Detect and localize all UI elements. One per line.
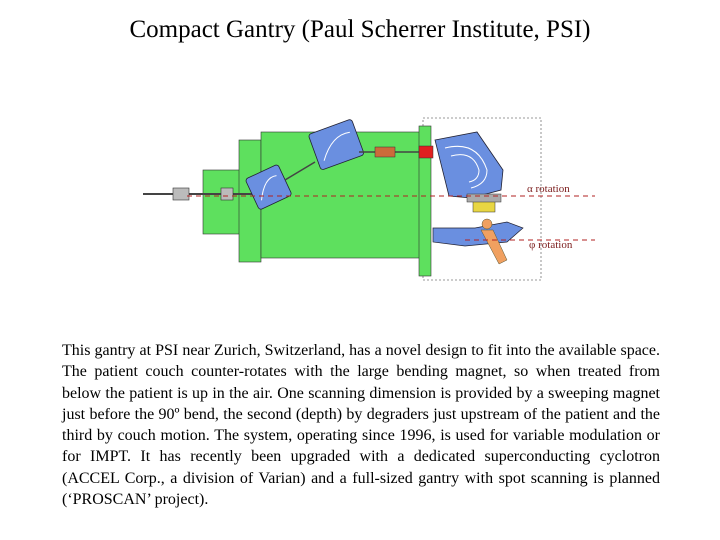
beamline-element: [220, 187, 234, 201]
gantry-diagram: α rotation φ rotation: [143, 117, 595, 281]
magnet-coil: [444, 145, 488, 189]
page-title: Compact Gantry (Paul Scherrer Institute,…: [129, 16, 591, 43]
beamline-element: [172, 187, 190, 201]
quadrupole: [374, 146, 396, 158]
description-paragraph: This gantry at PSI near Zurich, Switzerl…: [62, 342, 660, 509]
nozzle: [466, 193, 502, 203]
patient-couch: [432, 221, 524, 247]
bending-magnet-2: [308, 119, 364, 170]
alpha-rotation-label: α rotation: [527, 183, 570, 195]
beam-transport: [284, 161, 316, 181]
sweeper-magnet: [418, 145, 434, 159]
gantry-front-plate: [202, 169, 246, 235]
ninety-degree-magnet: [434, 131, 504, 199]
phi-rotation-label: φ rotation: [529, 239, 573, 251]
magnet-coil: [450, 154, 480, 183]
gantry-rear-plate: [418, 125, 432, 277]
patient-figure: [480, 218, 508, 265]
